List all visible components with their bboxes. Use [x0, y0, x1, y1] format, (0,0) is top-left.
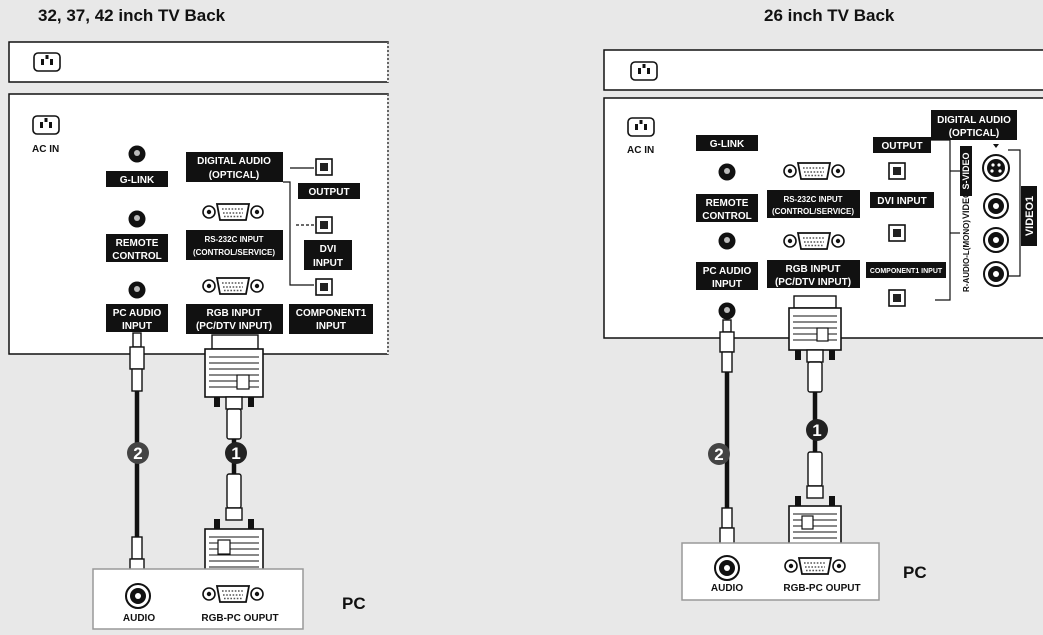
- right-pc-rgb-label: RGB-PC OUPUT: [783, 583, 860, 594]
- left-output-label: OUTPUT: [308, 187, 349, 198]
- right-glink-label: G-LINK: [710, 139, 745, 150]
- right-digital-audio-label-2: (OPTICAL): [949, 128, 1000, 139]
- right-component-input-icon: [888, 289, 906, 307]
- right-video-label: VIDEO: [961, 191, 971, 219]
- right-step-1-badge: 1: [812, 421, 821, 440]
- right-title: 26 inch TV Back: [764, 6, 895, 25]
- right-rgb-label-2: (PC/DTV INPUT): [775, 277, 851, 288]
- right-svideo-label: S-VIDEO: [961, 152, 971, 189]
- left-component-input-icon: [315, 278, 333, 296]
- right-pc-label: PC: [903, 563, 927, 582]
- left-rgb-port-icon: [202, 277, 264, 295]
- right-video-rca-icon: [983, 193, 1009, 219]
- left-dvi-label-2: INPUT: [313, 258, 343, 269]
- right-svideo-jack-icon: [982, 144, 1010, 182]
- right-pc-box: [681, 542, 880, 601]
- left-remote-jack-icon: [128, 210, 146, 228]
- right-rgb-port-icon: [783, 232, 845, 250]
- left-dvi-input-icon: [315, 216, 333, 234]
- right-audio-l-rca-icon: [983, 227, 1009, 253]
- left-digital-audio-label-2: (OPTICAL): [209, 170, 260, 181]
- left-pc-rgb-port-icon: [202, 585, 264, 603]
- right-top-power-icon: [630, 61, 658, 81]
- right-digital-audio-label-1: DIGITAL AUDIO: [937, 115, 1011, 126]
- right-output-label: OUTPUT: [881, 141, 922, 152]
- left-glink-jack-icon: [128, 145, 146, 163]
- right-optical-output-icon: [888, 162, 906, 180]
- right-pc-audio-label: AUDIO: [711, 583, 743, 594]
- right-pc-rgb-port-icon: [784, 557, 846, 575]
- right-component-label: COMPONENT1 INPUT: [870, 268, 943, 275]
- right-dvi-input-icon: [888, 224, 906, 242]
- left-rs232-label-1: RS-232C INPUT: [204, 235, 263, 244]
- right-remote-jack-icon: [718, 232, 736, 250]
- left-rgb-label-1: RGB INPUT: [207, 308, 262, 319]
- right-audio-rl-label: R-AUDIO-L(MONO): [962, 220, 971, 292]
- left-pc-audio-jack-icon: [128, 281, 146, 299]
- right-rs232-label-2: (CONTROL/SERVICE): [772, 207, 854, 216]
- left-rgb-cable: [204, 334, 264, 586]
- right-ac-in-label: AC IN: [627, 145, 654, 156]
- right-remote-label-1: REMOTE: [706, 198, 749, 209]
- left-rs232-port-icon: [202, 203, 264, 221]
- right-video1-label: VIDEO1: [1024, 196, 1036, 236]
- left-remote-label-2: CONTROL: [112, 251, 161, 262]
- left-top-power-icon: [33, 52, 61, 72]
- left-title: 32, 37, 42 inch TV Back: [38, 6, 226, 25]
- left-pc-label: PC: [342, 594, 366, 613]
- left-digital-audio-label-1: DIGITAL AUDIO: [197, 156, 271, 167]
- left-glink-label: G-LINK: [120, 175, 155, 186]
- left-rgb-label-2: (PC/DTV INPUT): [196, 321, 272, 332]
- left-top-panel: [8, 41, 389, 83]
- right-pc-audio-label-2: INPUT: [712, 279, 742, 290]
- right-pc-audio-label-1: PC AUDIO: [703, 266, 752, 277]
- left-pc-audio-label-2: INPUT: [122, 321, 152, 332]
- left-diagram: 32, 37, 42 inch TV Back AC IN G-LINK REM…: [8, 6, 389, 630]
- right-dvi-label: DVI INPUT: [877, 196, 926, 207]
- left-remote-label-1: REMOTE: [116, 238, 159, 249]
- right-rs232-port-icon: [783, 162, 845, 180]
- right-pc-audio-jack-icon: [718, 302, 736, 320]
- right-pc-audio-port-icon: [714, 555, 740, 581]
- right-audio-cable: [719, 319, 735, 555]
- left-pc-audio-port-icon: [125, 583, 151, 609]
- right-audio-r-rca-icon: [983, 261, 1009, 287]
- right-top-panel: [603, 49, 1043, 91]
- left-pc-rgb-label: RGB-PC OUPUT: [201, 613, 278, 624]
- left-ac-in-label: AC IN: [32, 144, 59, 155]
- right-rs232-label-1: RS-232C INPUT: [783, 195, 842, 204]
- right-rgb-label-1: RGB INPUT: [786, 264, 841, 275]
- right-ac-in-icon: [627, 117, 655, 137]
- left-dvi-label-1: DVI: [320, 244, 337, 255]
- right-glink-jack-icon: [718, 163, 736, 181]
- left-component-label-1: COMPONENT1: [296, 308, 367, 319]
- left-rs232-label-2: (CONTROL/SERVICE): [193, 248, 275, 257]
- left-component-label-2: INPUT: [316, 321, 346, 332]
- left-step-1-badge: 1: [231, 444, 240, 463]
- left-optical-output-icon: [315, 158, 333, 176]
- left-pc-audio-label: AUDIO: [123, 613, 155, 624]
- left-pc-audio-label-1: PC AUDIO: [113, 308, 162, 319]
- right-diagram: 26 inch TV Back AC IN G-LINK REMOTE CONT…: [603, 6, 1043, 601]
- left-step-2-badge: 2: [133, 444, 142, 463]
- right-step-2-badge: 2: [714, 445, 723, 464]
- right-remote-label-2: CONTROL: [702, 211, 751, 222]
- left-ac-in-icon: [32, 115, 60, 135]
